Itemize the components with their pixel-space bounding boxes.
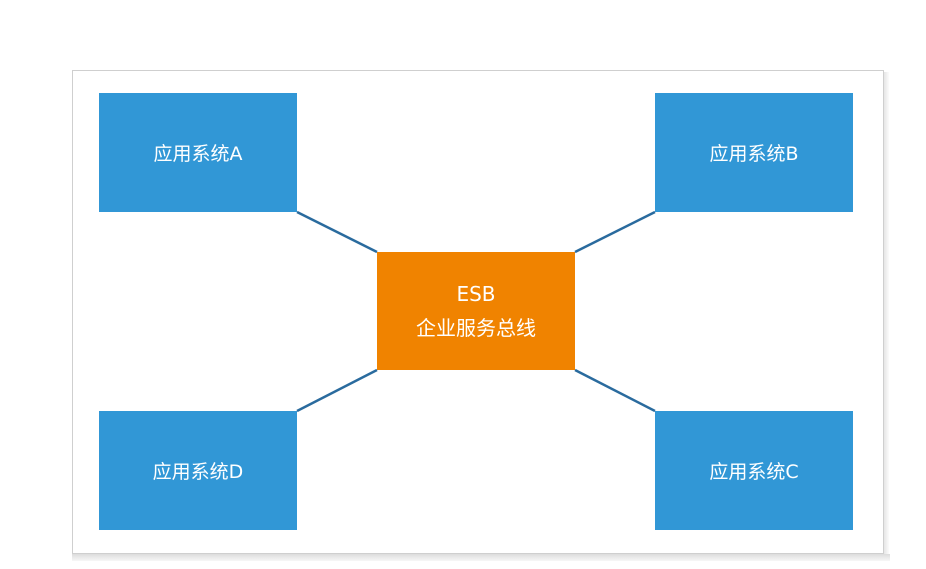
- system-c-node[interactable]: 应用系统C: [655, 411, 853, 530]
- system-a-node[interactable]: 应用系统A: [99, 93, 297, 212]
- connector-d-esb: [296, 368, 378, 413]
- connector-b-esb: [574, 210, 656, 254]
- esb-subtitle: 企业服务总线: [416, 316, 536, 340]
- system-d-node[interactable]: 应用系统D: [99, 411, 297, 530]
- system-b-node[interactable]: 应用系统B: [655, 93, 853, 212]
- system-d-label: 应用系统D: [152, 461, 244, 483]
- system-a-label: 应用系统A: [153, 143, 243, 165]
- connector-c-esb: [574, 368, 656, 413]
- system-c-label: 应用系统C: [709, 461, 799, 483]
- connector-a-esb: [296, 210, 378, 254]
- esb-hub-node[interactable]: ESB 企业服务总线: [377, 252, 575, 370]
- system-b-label: 应用系统B: [709, 143, 799, 165]
- frame-shadow-right: [884, 72, 889, 556]
- esb-title: ESB: [456, 282, 496, 306]
- frame-shadow-bottom: [72, 554, 890, 561]
